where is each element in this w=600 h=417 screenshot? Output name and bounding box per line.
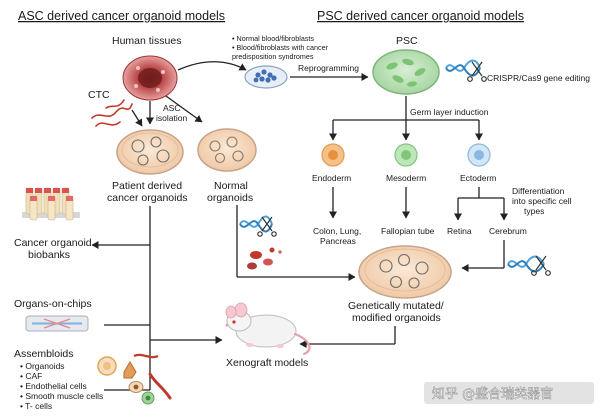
differentiation-label-1: Differentiation bbox=[512, 186, 565, 196]
tissue-icon bbox=[122, 55, 178, 101]
asc-title: ASC derived cancer organoid models bbox=[18, 9, 225, 23]
mesoderm-label: Mesoderm bbox=[386, 173, 426, 183]
watermark-bg bbox=[424, 382, 594, 404]
watermark: 知乎 @盛合瑞类器官 bbox=[432, 386, 553, 402]
patient-derived-label-2: cancer organoids bbox=[107, 192, 188, 204]
psc-label: PSC bbox=[396, 35, 418, 47]
endoderm-output-1: Colon, Lung, bbox=[313, 226, 361, 236]
arrow-tissue-to-normal bbox=[165, 95, 203, 123]
retina-label: Retina bbox=[447, 226, 472, 236]
mouse-icon bbox=[225, 302, 311, 356]
viral-vector-icon bbox=[247, 247, 282, 270]
tube-rack-icon bbox=[22, 187, 80, 221]
ectoderm-label: Ectoderm bbox=[460, 173, 496, 183]
dna-scissors-icon bbox=[445, 59, 487, 82]
cerebrum-label: Cerebrum bbox=[489, 226, 527, 236]
assembloid-item-1: • Organoids bbox=[20, 361, 65, 371]
assembloid-item-3: • Endothelial cells bbox=[20, 381, 87, 391]
normal-organoids-label-2: organoids bbox=[207, 192, 253, 204]
assembloid-item-5: • T- cells bbox=[20, 401, 52, 411]
blood-note-2: • Blood/fibroblasts with cancer bbox=[232, 43, 329, 52]
ectoderm-icon bbox=[467, 143, 491, 167]
organs-on-chips-label: Organs-on-chips bbox=[14, 298, 92, 310]
psc-dish-icon bbox=[372, 49, 440, 95]
differentiation-label-3: types bbox=[524, 206, 544, 216]
blood-note-1: • Normal blood/fibroblasts bbox=[232, 34, 314, 43]
reprogramming-label: Reprogramming bbox=[298, 63, 359, 73]
assembloid-item-2: • CAF bbox=[20, 371, 42, 381]
biobanks-label-2: biobanks bbox=[28, 249, 70, 261]
differentiation-label-2: into specific cell bbox=[512, 196, 572, 206]
ctc-cells-icon bbox=[91, 99, 133, 127]
arrow-tissue-to-blood bbox=[177, 61, 247, 71]
ctc-label: CTC bbox=[88, 89, 110, 101]
genetic-label-2: modified organoids bbox=[352, 312, 441, 324]
assembloid-cells-icon bbox=[97, 353, 172, 405]
dna-scissors-icon-left bbox=[239, 215, 277, 237]
blood-dish-icon bbox=[244, 65, 288, 89]
crispr-label: CRISPR/Cas9 gene editing bbox=[487, 73, 590, 83]
dna-scissors-icon-right bbox=[507, 255, 551, 276]
endoderm-icon bbox=[321, 143, 345, 167]
assembloid-item-4: • Smooth muscle cells bbox=[20, 391, 103, 401]
mesoderm-icon bbox=[394, 143, 418, 167]
normal-dish-icon bbox=[197, 128, 257, 172]
biobanks-label-1: Cancer organoid bbox=[14, 237, 92, 249]
psc-title: PSC derived cancer organoid models bbox=[317, 9, 524, 23]
genetic-dish-icon bbox=[358, 245, 452, 299]
assembloids-label: Assembloids bbox=[14, 348, 74, 360]
endoderm-label: Endoderm bbox=[312, 173, 351, 183]
asc-isolation-label-1: ASC bbox=[163, 103, 180, 113]
genetic-label-1: Genetically mutated/ bbox=[348, 300, 444, 312]
normal-organoids-label-1: Normal bbox=[214, 180, 248, 192]
germ-layer-label: Germ layer induction bbox=[410, 107, 489, 117]
patient-derived-label-1: Patient derived bbox=[112, 180, 182, 192]
fallopian-label: Fallopian tube bbox=[381, 226, 435, 236]
patient-dish-icon bbox=[116, 129, 184, 175]
blood-note-3: predisposition syndromes bbox=[232, 52, 314, 61]
chip-icon bbox=[25, 315, 89, 332]
endoderm-output-2: Pancreas bbox=[320, 236, 356, 246]
asc-isolation-label-2: isolation bbox=[156, 113, 187, 123]
xenograft-label: Xenograft models bbox=[226, 357, 308, 369]
human-tissues-label: Human tissues bbox=[112, 35, 181, 47]
arrow-ctc-to-patient bbox=[131, 109, 143, 127]
